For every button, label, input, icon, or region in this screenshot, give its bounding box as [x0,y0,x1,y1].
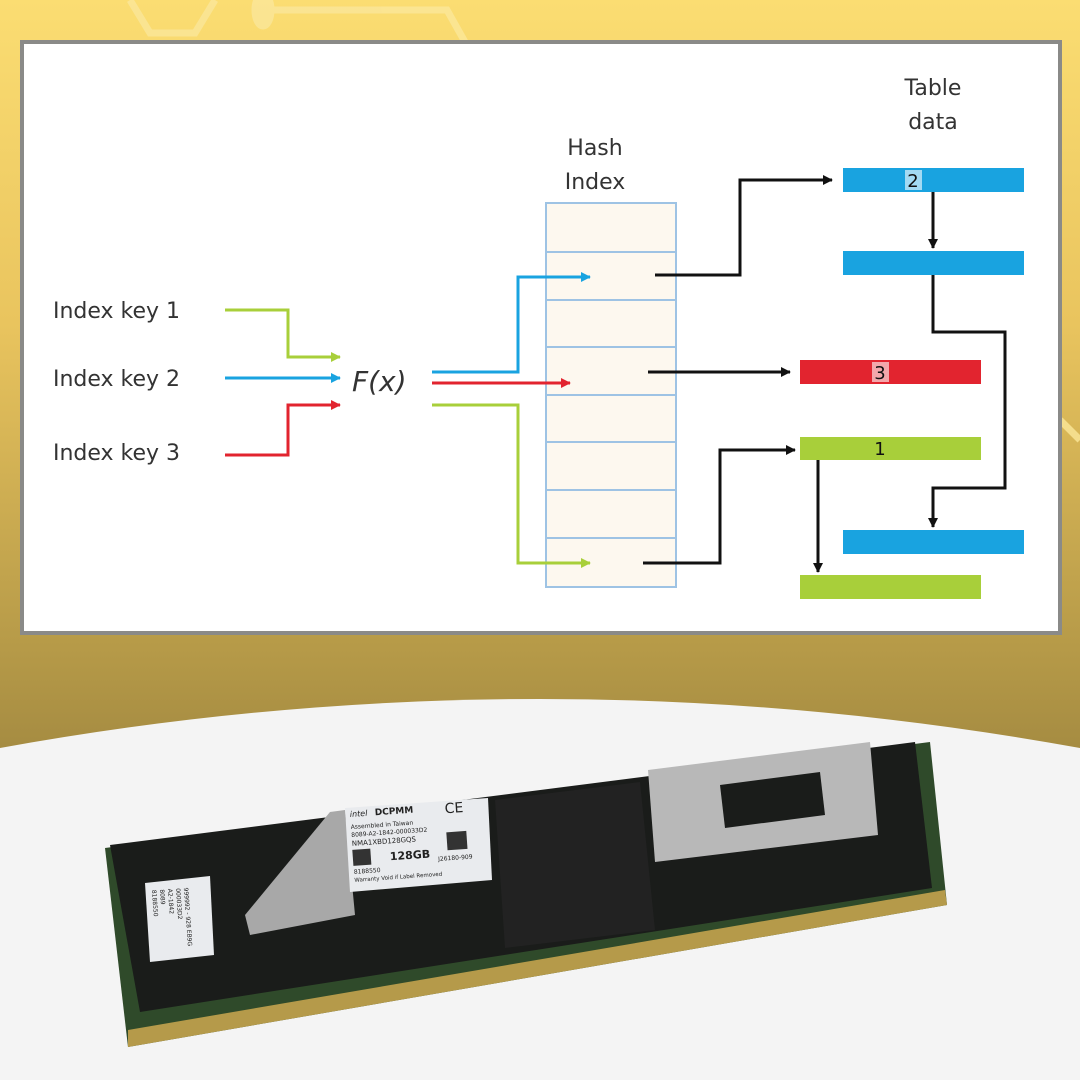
side-label-1: 8188550 [150,890,159,917]
assembled-text: Assembled in Taiwan [350,820,413,831]
side-label-4: 000033D2 [174,888,183,920]
bar-number-bg [872,362,889,382]
table-bar-green-2 [800,575,981,599]
chain-arrow-2 [928,275,1007,528]
ce-mark: CE [444,800,464,817]
hash-diagram: Hash Index Table data Index key 1 Index … [53,76,1024,599]
product-text: DCPMM [374,806,413,819]
index-key-3: Index key 3 [53,441,180,466]
side-label-5: 999992 - 928 EB9G [182,887,193,946]
heat-spreader-left [245,810,355,935]
table-bar-green-1 [800,437,981,460]
side-label-3: A2-1842 [166,889,175,915]
id-text: 8188550 [354,867,381,876]
brand-text: intel [350,809,369,819]
pointer-arrow-3 [643,445,796,565]
side-label-2: 8089 [158,889,166,905]
bar-number-2: 2 [907,171,918,192]
capacity-text: 128GB [389,848,430,864]
table-bar-blue-1 [843,168,1024,192]
bar-number-bg [905,170,922,190]
table-data-title-1: Table [904,76,962,101]
bar-number-3: 3 [874,363,885,384]
table-bar-red [800,360,981,384]
index-key-1: Index key 1 [53,299,180,324]
hash-arrow-green [432,403,591,568]
table-data-title-2: data [908,110,958,135]
side-label [145,876,214,962]
function-label: F(x) [352,365,407,398]
module-label [345,798,492,892]
hash-arrow-blue [432,272,591,374]
code-text: J26180-909 [437,854,473,863]
bar-number-1: 1 [874,439,885,460]
table-bar-blue-3 [843,530,1024,554]
hash-index-table [545,202,677,588]
key1-arrow [225,308,341,362]
table-bar-blue-2 [843,251,1024,275]
pointer-arrow-1 [655,175,833,277]
memory-module-image: intel DCPMM CE Assembled in Taiwan 8089-… [105,742,947,1047]
key3-arrow [225,400,341,457]
index-key-2: Index key 2 [53,367,180,392]
hash-index-title-2: Index [565,170,626,195]
circuit-decoration [127,0,1080,443]
hash-index-title-1: Hash [567,136,622,161]
